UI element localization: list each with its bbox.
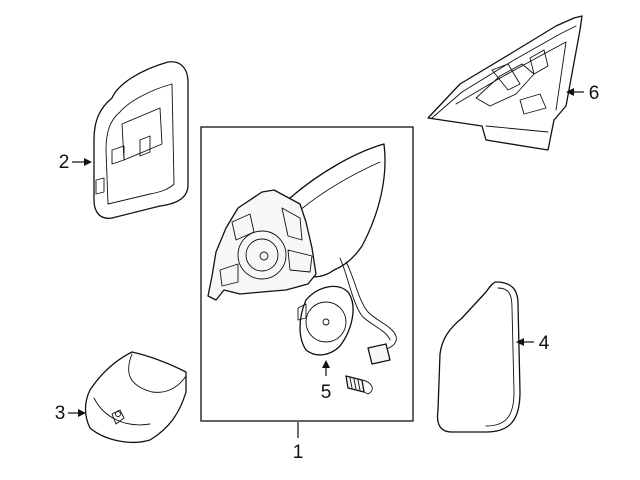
part-2-mirror-housing (93, 61, 189, 219)
callout-4-label: 4 (539, 333, 550, 354)
callout-2: 2 (59, 152, 92, 173)
callout-3-label: 3 (55, 403, 66, 424)
callout-1: 1 (293, 422, 304, 463)
callout-1-label: 1 (293, 442, 304, 463)
callout-5: 5 (321, 360, 332, 403)
callout-5-label: 5 (321, 382, 332, 403)
callout-3: 3 (55, 403, 86, 424)
callout-2-label: 2 (59, 152, 70, 173)
callout-4: 4 (516, 333, 550, 354)
part-3-lower-cover (84, 351, 187, 443)
part-6-mirror-mount (427, 15, 583, 151)
callout-6: 6 (566, 83, 599, 104)
callout-6-label: 6 (589, 83, 600, 104)
part-1-assembly-box (200, 126, 414, 422)
part-4-mirror-glass (436, 281, 521, 433)
